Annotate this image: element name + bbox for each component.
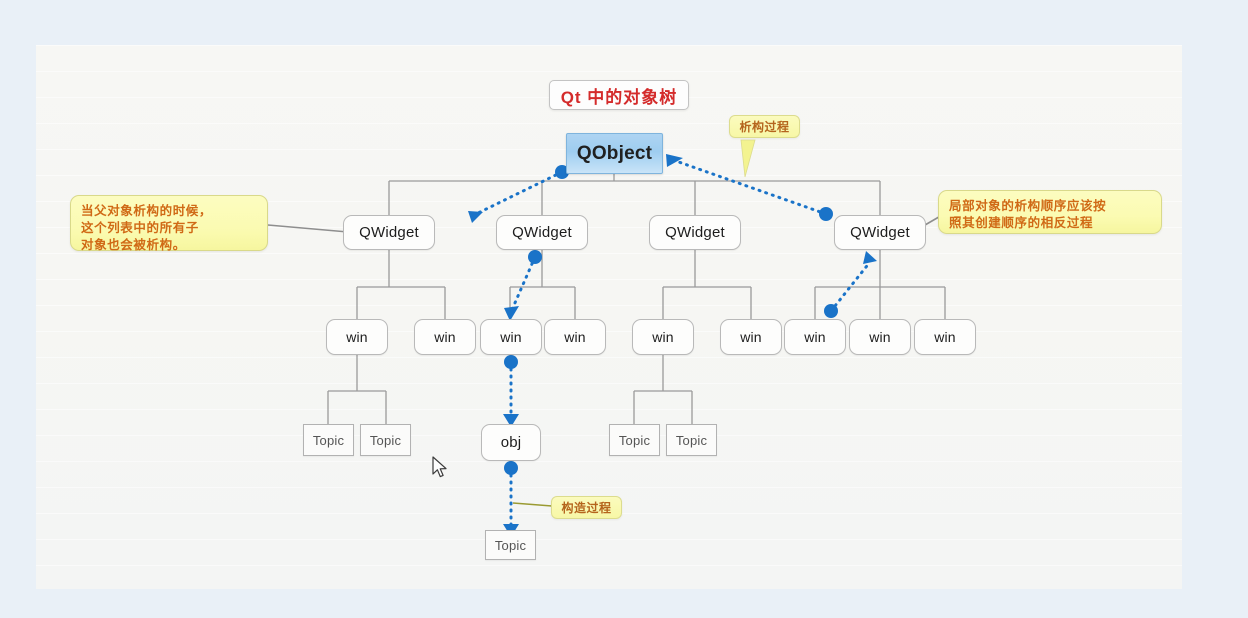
node-topic-4[interactable]: Topic: [666, 424, 717, 456]
node-qwidget-2[interactable]: QWidget: [496, 215, 588, 250]
node-topic-5[interactable]: Topic: [485, 530, 536, 560]
node-qwidget-3[interactable]: QWidget: [649, 215, 741, 250]
note-left-line-3: 对象也会被析构。: [81, 238, 186, 252]
node-win-8[interactable]: win: [849, 319, 911, 355]
node-qobject[interactable]: QObject: [566, 133, 663, 174]
node-win-9[interactable]: win: [914, 319, 976, 355]
note-left-line-2: 这个列表中的所有子: [81, 221, 199, 235]
tag-destruct-process: 析构过程: [729, 115, 800, 138]
node-win-7[interactable]: win: [784, 319, 846, 355]
node-topic-2[interactable]: Topic: [360, 424, 411, 456]
note-right-line-1: 局部对象的析构顺序应该按: [949, 199, 1107, 213]
note-parent-destruct: 当父对象析构的时候， 这个列表中的所有子 对象也会被析构。: [70, 195, 268, 252]
node-win-1[interactable]: win: [326, 319, 388, 355]
node-win-4[interactable]: win: [544, 319, 606, 355]
node-win-6[interactable]: win: [720, 319, 782, 355]
node-win-2[interactable]: win: [414, 319, 476, 355]
node-topic-1[interactable]: Topic: [303, 424, 354, 456]
node-obj[interactable]: obj: [481, 424, 541, 461]
node-win-5[interactable]: win: [632, 319, 694, 355]
note-local-destruct-order: 局部对象的析构顺序应该按 照其创建顺序的相反过程: [938, 190, 1162, 234]
page-title: Qt 中的对象树: [549, 80, 689, 110]
note-right-line-2: 照其创建顺序的相反过程: [949, 216, 1094, 230]
node-win-3[interactable]: win: [480, 319, 542, 355]
tag-construct-process: 构造过程: [551, 496, 622, 519]
node-qwidget-1[interactable]: QWidget: [343, 215, 435, 250]
mouse-cursor: [432, 456, 447, 478]
node-topic-3[interactable]: Topic: [609, 424, 660, 456]
note-left-line-1: 当父对象析构的时候，: [81, 204, 213, 218]
node-qwidget-4[interactable]: QWidget: [834, 215, 926, 250]
